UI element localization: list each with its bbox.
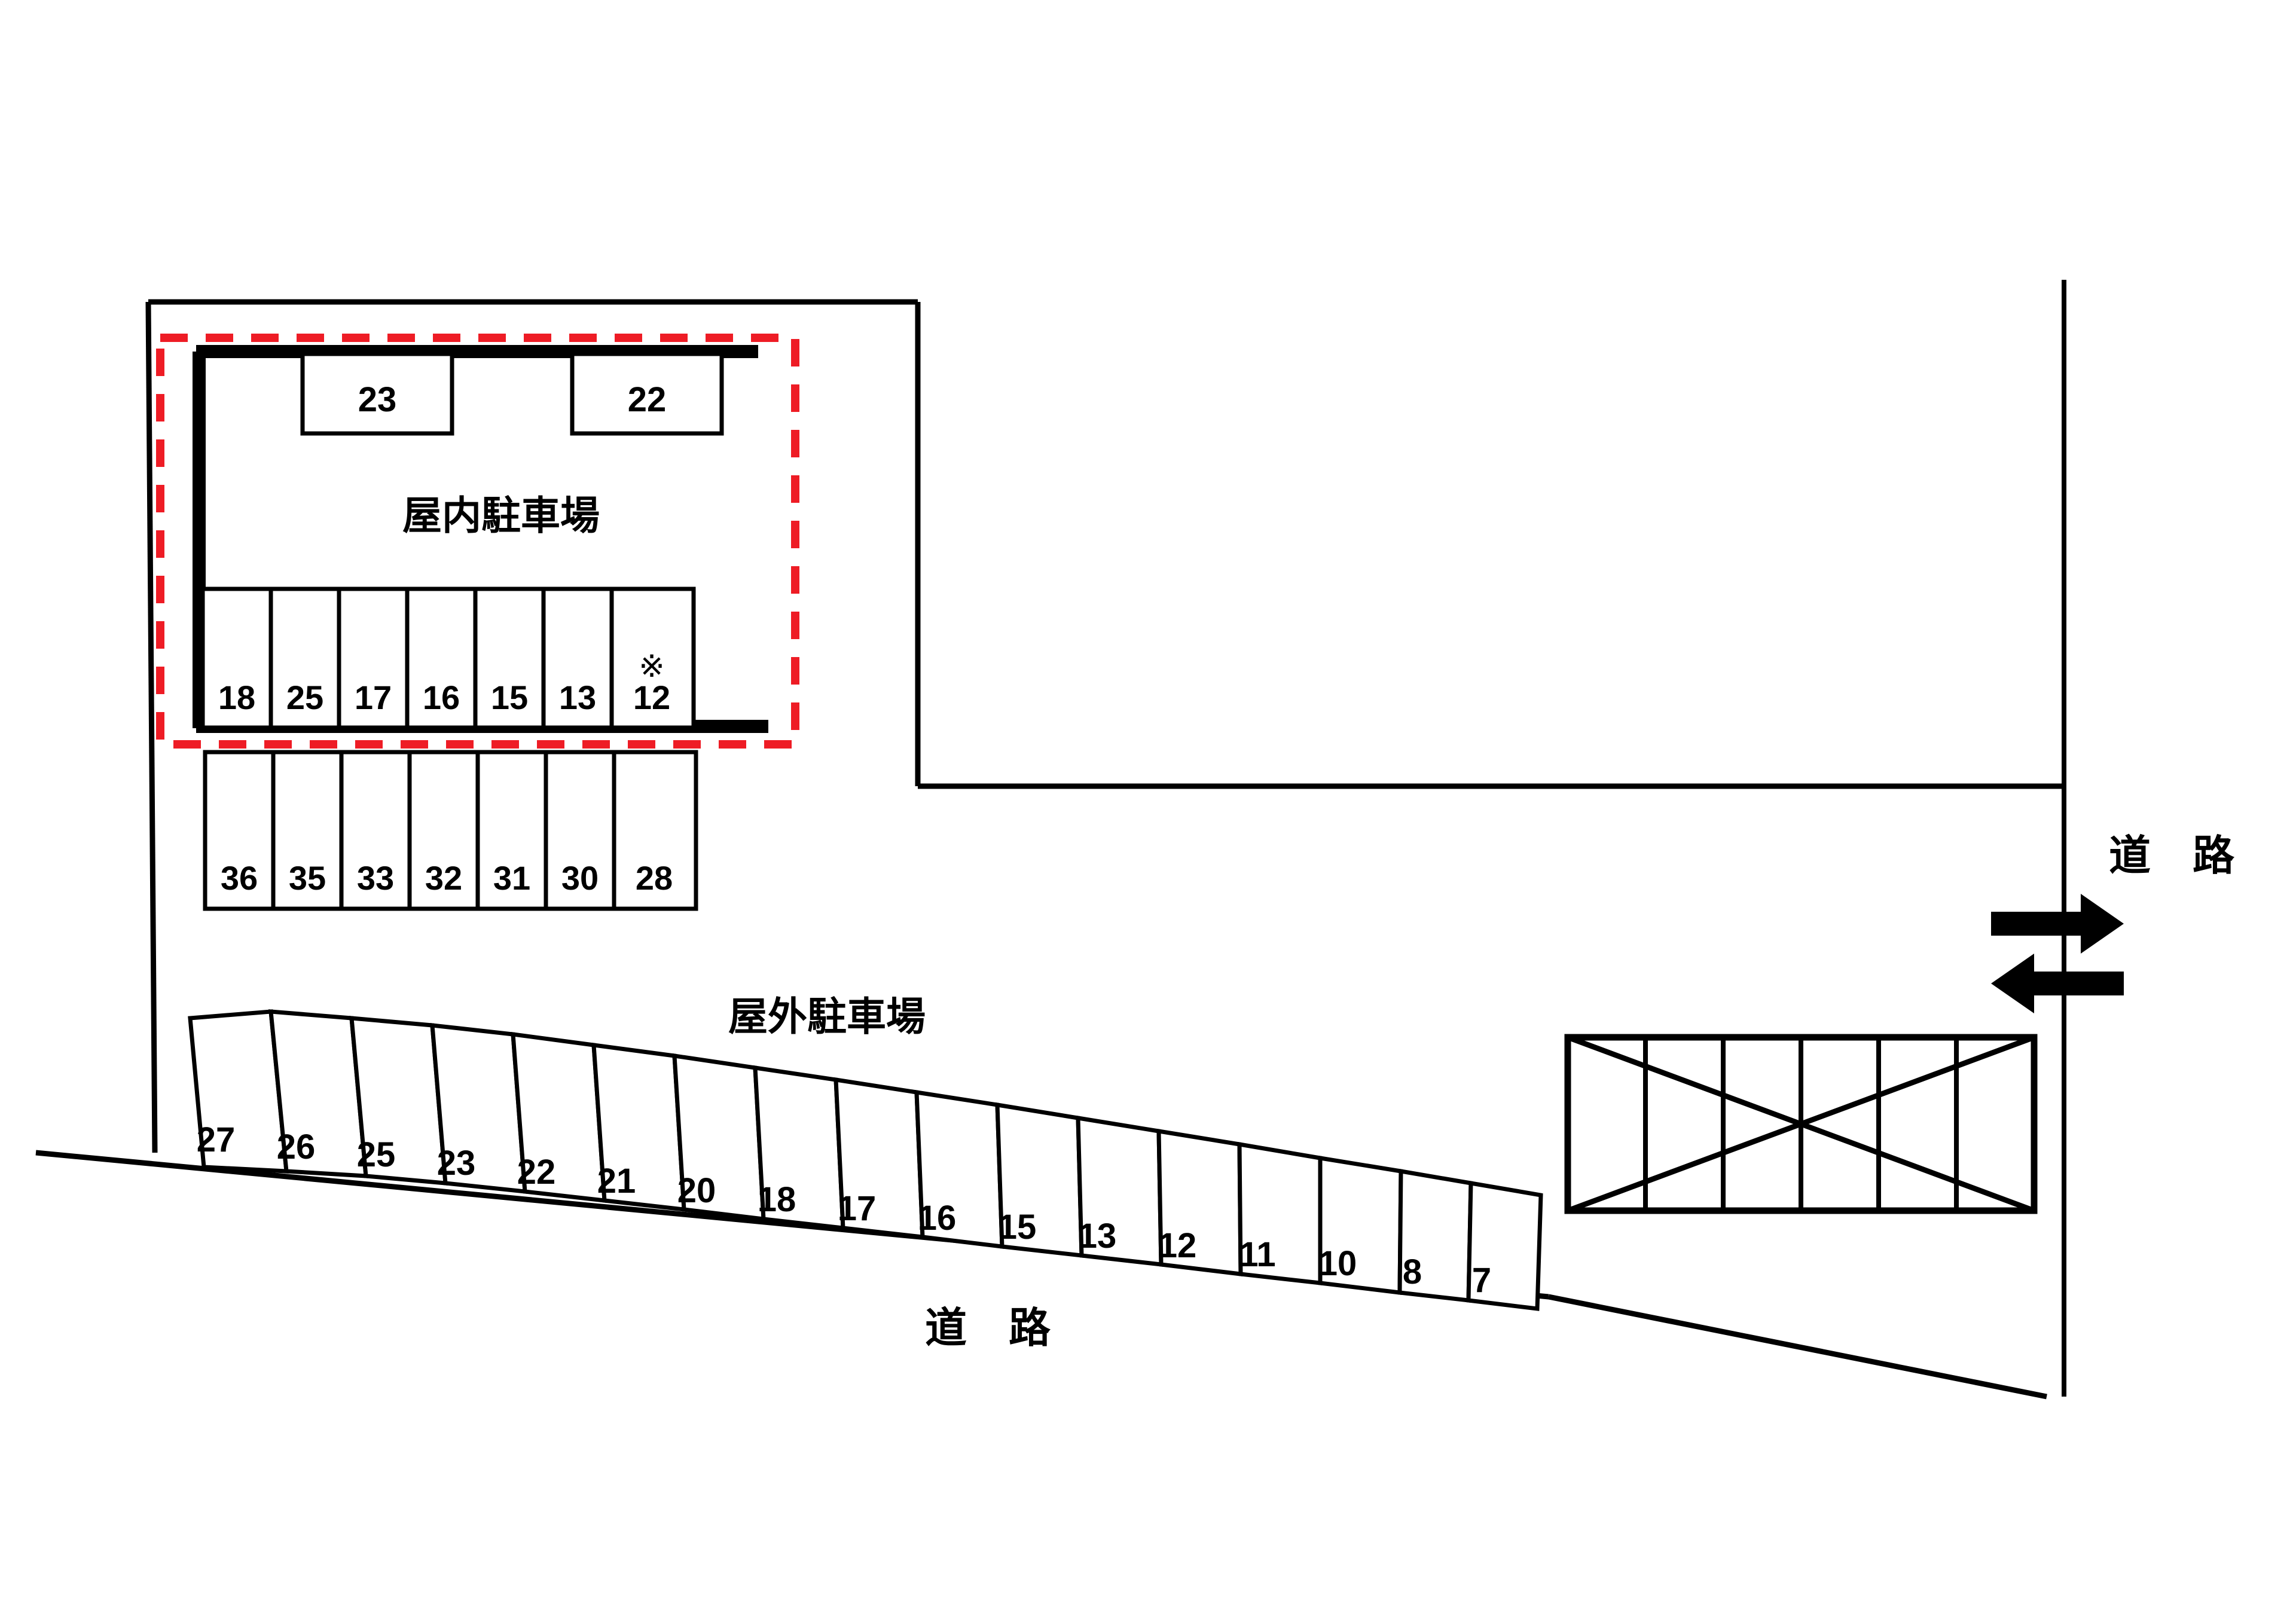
outer-stall-box-30[interactable] [544, 750, 616, 911]
indoor-stall-box-22[interactable] [570, 352, 724, 436]
outdoor-stall-label-18: 18 [758, 1180, 796, 1219]
outdoor-stall-label-25: 25 [357, 1135, 396, 1174]
red-dashed-rectangle [156, 334, 799, 749]
outdoor-stall-label-20: 20 [677, 1171, 716, 1210]
boundary-left-edge [145, 301, 158, 1153]
outdoor-stall-box-7[interactable] [1466, 1180, 1543, 1311]
indoor-highlight-dashed-box [156, 334, 799, 749]
reference-mark-icon: ※ [639, 649, 665, 685]
outdoor-stall-label-22: 22 [517, 1153, 556, 1192]
outdoor-stall-label-17: 17 [838, 1189, 877, 1228]
outdoor-stall-label-7: 7 [1472, 1261, 1491, 1300]
indoor-stall-box-17[interactable] [337, 587, 410, 730]
outer-stall-box-35[interactable] [271, 750, 344, 911]
outdoor-stall-label-8: 8 [1403, 1253, 1422, 1291]
indoor-stall-box-15[interactable] [473, 587, 546, 730]
outdoor-stall-label-26: 26 [277, 1128, 316, 1166]
outer-stall-row: 36 35 33 32 31 30 28 [203, 750, 698, 911]
road-label-bottom: 道 路 [925, 1303, 1051, 1352]
indoor-stall-box-23[interactable] [300, 352, 454, 436]
outdoor-stall-label-11: 11 [1239, 1235, 1275, 1274]
outdoor-stall-label-12: 12 [1158, 1226, 1197, 1265]
outdoor-stall-strip [188, 1009, 1543, 1311]
arrow-right-icon [1991, 894, 2124, 954]
indoor-stall-label-17: 17 [355, 679, 392, 716]
outer-stall-label-31: 31 [493, 859, 530, 897]
indoor-stall-box-18[interactable] [200, 587, 273, 730]
outer-stall-box-36[interactable] [203, 750, 276, 911]
crossed-out-stall-block [1564, 1034, 2038, 1214]
indoor-stall-label-13: 13 [559, 679, 596, 716]
indoor-stall-label-18: 18 [218, 679, 255, 716]
crossed-block-x-mark [1567, 1034, 2035, 1214]
outdoor-stall-label-23: 23 [437, 1144, 476, 1183]
road-label-right: 道 路 [2109, 831, 2235, 880]
crossed-block-x-line-2 [1567, 1034, 2035, 1214]
traffic-arrows [1991, 894, 2124, 1013]
outer-stall-box-31[interactable] [475, 750, 548, 911]
indoor-stall-label-16: 16 [423, 679, 460, 716]
outer-stall-label-36: 36 [221, 859, 258, 897]
outdoor-stall-label-27: 27 [197, 1120, 236, 1159]
indoor-stall-label-15: 15 [491, 679, 528, 716]
outer-stall-label-35: 35 [289, 859, 326, 897]
indoor-top-stall-group: 23 22 [300, 352, 724, 436]
outer-stall-label-30: 30 [561, 859, 599, 897]
outdoor-stall-label-13: 13 [1078, 1217, 1117, 1256]
boundary-bottom-right-slope [1548, 1294, 2047, 1400]
outer-stall-box-32[interactable] [407, 750, 480, 911]
indoor-stall-label-25: 25 [286, 679, 323, 716]
outer-stall-box-28[interactable] [612, 750, 698, 911]
indoor-stall-box-25[interactable] [268, 587, 341, 730]
arrow-left-icon [1991, 954, 2124, 1013]
indoor-stall-label-22: 22 [628, 380, 667, 419]
outdoor-parking-title: 屋外駐車場 [728, 994, 926, 1040]
indoor-stall-label-12: 12 [633, 679, 670, 716]
outdoor-stall-label-15: 15 [998, 1208, 1037, 1247]
outer-stall-label-28: 28 [636, 859, 673, 897]
indoor-parking-title: 屋内駐車場 [402, 493, 600, 539]
indoor-bottom-stall-row: 18 25 17 16 15 13 12 ※ [200, 587, 696, 730]
outdoor-stall-label-10: 10 [1318, 1244, 1357, 1283]
outer-stall-label-33: 33 [357, 859, 394, 897]
outdoor-stall-label-16: 16 [918, 1199, 957, 1238]
indoor-stall-label-23: 23 [358, 380, 397, 419]
outdoor-stall-label-21: 21 [597, 1162, 636, 1201]
indoor-stall-box-12[interactable] [609, 587, 696, 730]
outdoor-stall-number-group: 27 26 25 23 22 21 20 18 17 16 15 13 12 1… [197, 1120, 1491, 1300]
outer-stall-box-33[interactable] [339, 750, 412, 911]
outer-stall-label-32: 32 [425, 859, 462, 897]
